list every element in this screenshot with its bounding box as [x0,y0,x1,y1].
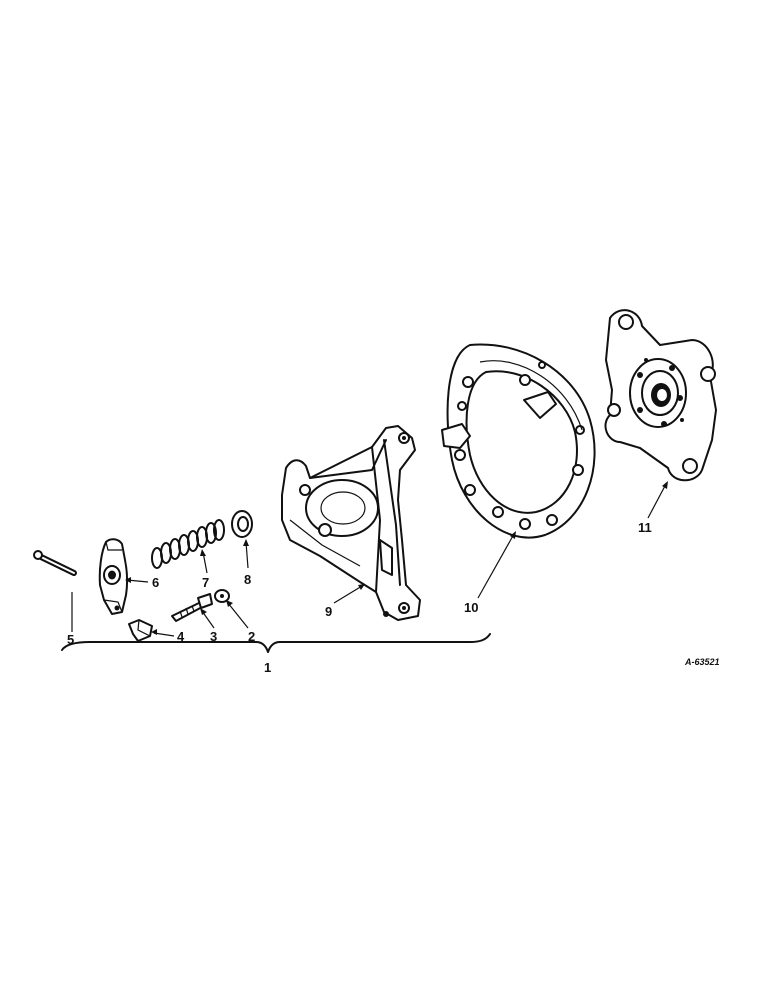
part-9-bracket [281,425,421,621]
callout-8: 8 [244,572,251,587]
leader-lines [71,481,668,637]
callout-5: 5 [67,632,74,647]
callout-3: 3 [210,629,217,644]
reference-code: A-63521 [684,657,720,667]
part-8-cup-washer [231,510,253,538]
callout-10: 10 [464,600,478,615]
callout-11: 11 [638,520,652,535]
part-11-clutch-disc [604,309,717,482]
assembly-bracket [61,633,491,653]
part-5-pin [33,550,77,576]
callout-6: 6 [152,575,159,590]
callout-1: 1 [264,660,271,675]
part-4-clip [128,619,153,642]
part-6-lever [98,538,129,615]
callout-9: 9 [325,604,332,619]
callout-2: 2 [248,629,255,644]
part-3-bolt [171,593,213,622]
part-10-pressure-plate [441,343,596,539]
part-2-washer [214,589,230,603]
callout-7: 7 [202,575,209,590]
part-7-spring [151,519,225,569]
callout-4: 4 [177,629,185,644]
